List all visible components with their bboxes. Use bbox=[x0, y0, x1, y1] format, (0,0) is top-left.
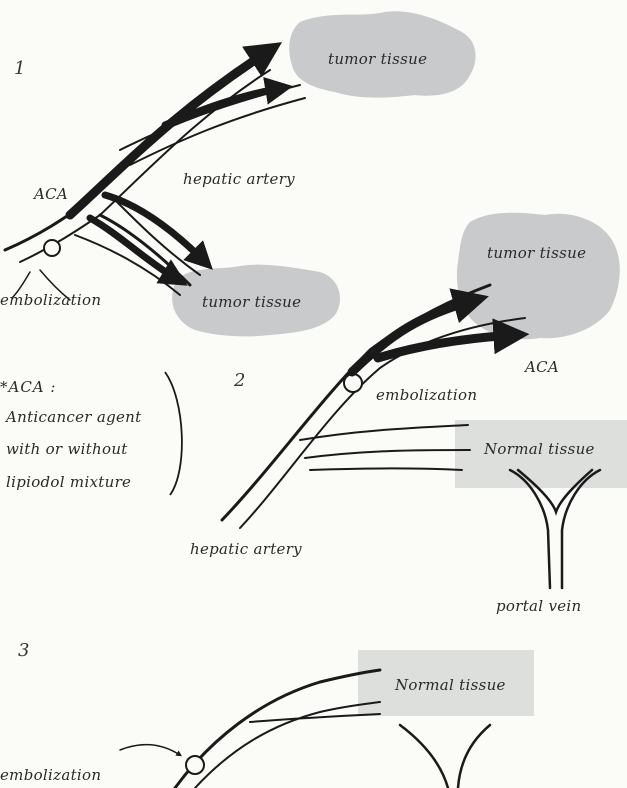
legend-line-1: Anticancer agent bbox=[6, 408, 141, 426]
tumor-label-1-top: tumor tissue bbox=[328, 50, 427, 68]
embolization-label-3: embolization bbox=[0, 766, 101, 784]
tumor-blob-2 bbox=[457, 213, 620, 339]
tumor-label-2: tumor tissue bbox=[487, 244, 586, 262]
legend-title: *ACA : bbox=[0, 378, 56, 396]
hepatic-artery-label-1: hepatic artery bbox=[183, 170, 295, 188]
embolization-label-1: embolization bbox=[0, 291, 101, 309]
legend-bracket bbox=[165, 372, 182, 495]
aca-label-1: ACA bbox=[34, 185, 68, 203]
legend-line-2: with or without bbox=[6, 440, 128, 458]
diagram-number-1: 1 bbox=[14, 58, 25, 79]
embolization-label-2: embolization bbox=[376, 386, 477, 404]
diagram-3 bbox=[120, 650, 534, 788]
normal-tissue-label-3: Normal tissue bbox=[395, 676, 506, 694]
portal-vein-label-2: portal vein bbox=[496, 597, 581, 615]
legend-line-3: lipiodol mixture bbox=[6, 473, 131, 491]
aca-label-2: ACA bbox=[525, 358, 559, 376]
portal-vein-3 bbox=[400, 725, 490, 788]
diagram-number-2: 2 bbox=[234, 370, 245, 391]
tumor-label-1-bottom: tumor tissue bbox=[202, 293, 301, 311]
artery-3 bbox=[120, 670, 380, 788]
hepatic-artery-label-2: hepatic artery bbox=[190, 540, 302, 558]
diagram-number-3: 3 bbox=[18, 640, 29, 661]
normal-tissue-label-2: Normal tissue bbox=[484, 440, 595, 458]
